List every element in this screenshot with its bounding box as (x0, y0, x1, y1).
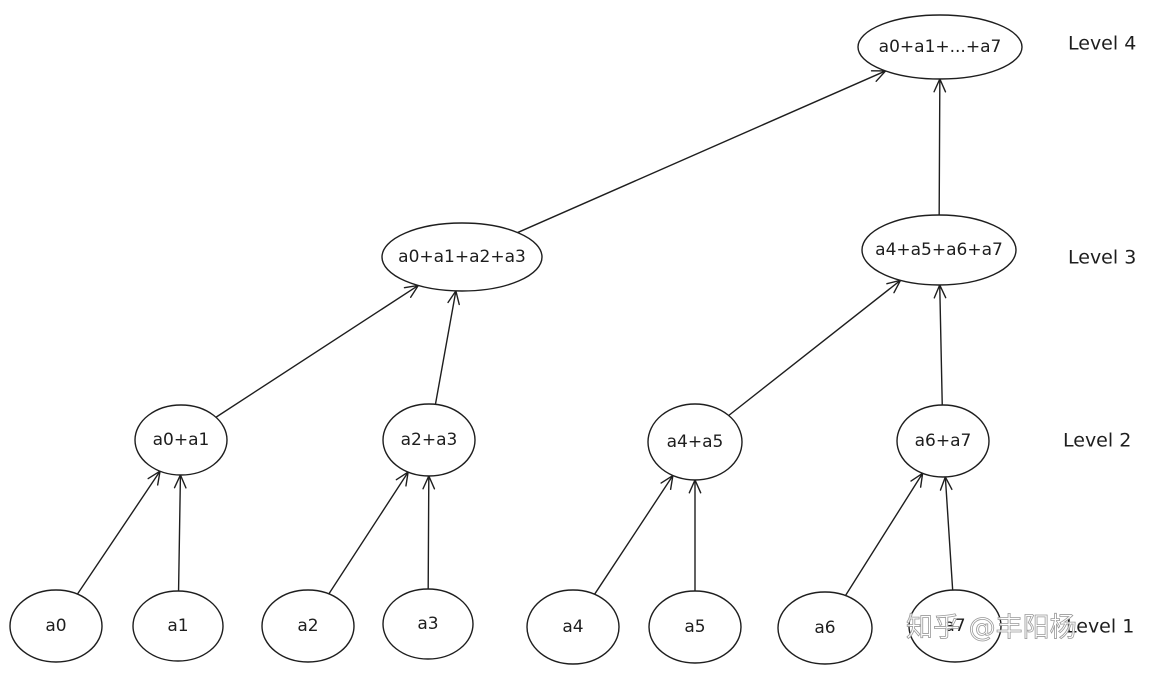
node-a0: a0 (9, 589, 103, 663)
node-a2-a3: a2+a3 (382, 403, 476, 477)
node-a4: a4 (526, 589, 620, 665)
edge-a0_a1-to-a0_a3 (215, 284, 420, 418)
node-root-label: a0+a1+...+a7 (879, 37, 1002, 57)
node-a3: a3 (382, 588, 474, 660)
node-a0-a1: a0+a1 (134, 404, 228, 476)
node-a4-label: a4 (562, 617, 583, 637)
node-a1: a1 (132, 590, 224, 662)
node-a7: a7 (908, 589, 1002, 663)
watermark: 知乎 @丰阳杨 (906, 613, 1077, 644)
node-a7-label: a7 (944, 616, 965, 636)
node-a5-label: a5 (684, 617, 705, 637)
edge-line (76, 470, 161, 595)
edge-a4-to-a4_a5 (593, 474, 674, 596)
node-a4-a5-label: a4+a5 (667, 432, 724, 452)
node-a4-a5: a4+a5 (647, 403, 743, 481)
edges-layer (76, 70, 954, 597)
level-4-label: Level 4 (1068, 33, 1136, 55)
node-a6: a6 (777, 591, 873, 665)
edge-line (727, 279, 902, 417)
node-a0-a3: a0+a1+a2+a3 (381, 222, 543, 292)
edge-a4_a7-to-root (933, 77, 947, 216)
edge-line (177, 474, 182, 592)
node-a0-label: a0 (45, 616, 66, 636)
edge-line (593, 474, 674, 596)
edge-a2_a3-to-a0_a3 (434, 289, 460, 406)
edge-line (939, 284, 943, 406)
edge-a7-to-a6_a7 (939, 475, 954, 591)
edge-a1-to-a0_a1 (173, 473, 187, 592)
edge-line (427, 475, 430, 590)
edge-a2-to-a2_a3 (328, 470, 410, 595)
edge-line (944, 476, 954, 591)
edge-line (434, 290, 457, 406)
edge-a5-to-a4_a5 (688, 478, 702, 592)
edge-a0-to-a0_a1 (76, 469, 162, 595)
node-a4-a7: a4+a5+a6+a7 (861, 214, 1017, 286)
edge-a4_a5-to-a4_a7 (727, 279, 902, 417)
node-a6-label: a6 (814, 618, 835, 638)
node-a2: a2 (261, 589, 355, 663)
edge-line (215, 284, 419, 418)
node-a0-a3-label: a0+a1+a2+a3 (398, 247, 526, 267)
edge-a6_a7-to-a4_a7 (933, 283, 947, 406)
node-a2-label: a2 (297, 616, 318, 636)
node-root: a0+a1+...+a7 (857, 14, 1023, 80)
node-a6-a7: a6+a7 (896, 404, 990, 478)
level-3-label: Level 3 (1068, 247, 1136, 269)
node-a2-a3-label: a2+a3 (401, 430, 458, 450)
node-a1-label: a1 (167, 616, 188, 636)
node-a4-a7-label: a4+a5+a6+a7 (875, 240, 1003, 260)
node-a0-a1-label: a0+a1 (153, 430, 210, 450)
edge-a6-to-a6_a7 (844, 471, 924, 597)
node-a3-label: a3 (417, 614, 438, 634)
edge-line (844, 472, 924, 597)
level-2-label: Level 2 (1063, 430, 1131, 452)
edge-line (516, 70, 887, 234)
edge-line (938, 78, 941, 216)
edge-line (328, 471, 409, 595)
edge-a3-to-a2_a3 (422, 474, 436, 590)
node-a5: a5 (648, 590, 742, 664)
level-1-label: Level 1 (1066, 616, 1134, 638)
edge-a0_a3-to-root (516, 70, 888, 234)
node-a6-a7-label: a6+a7 (915, 431, 972, 451)
